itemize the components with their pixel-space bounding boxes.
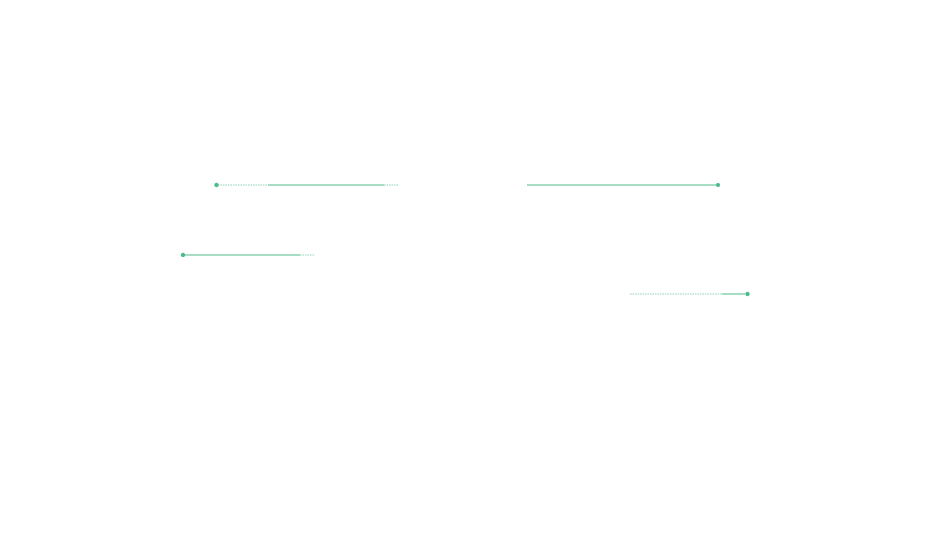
leader-line-middle-left: [180, 252, 315, 258]
leader-dot: [716, 183, 720, 187]
leader-line-upper-right: [527, 183, 720, 187]
leader-dot: [745, 291, 750, 297]
leader-dot: [180, 252, 186, 258]
leader-line-middle-right: [630, 291, 750, 297]
leader-dot: [214, 182, 219, 188]
leader-line-upper-left: [214, 182, 398, 188]
